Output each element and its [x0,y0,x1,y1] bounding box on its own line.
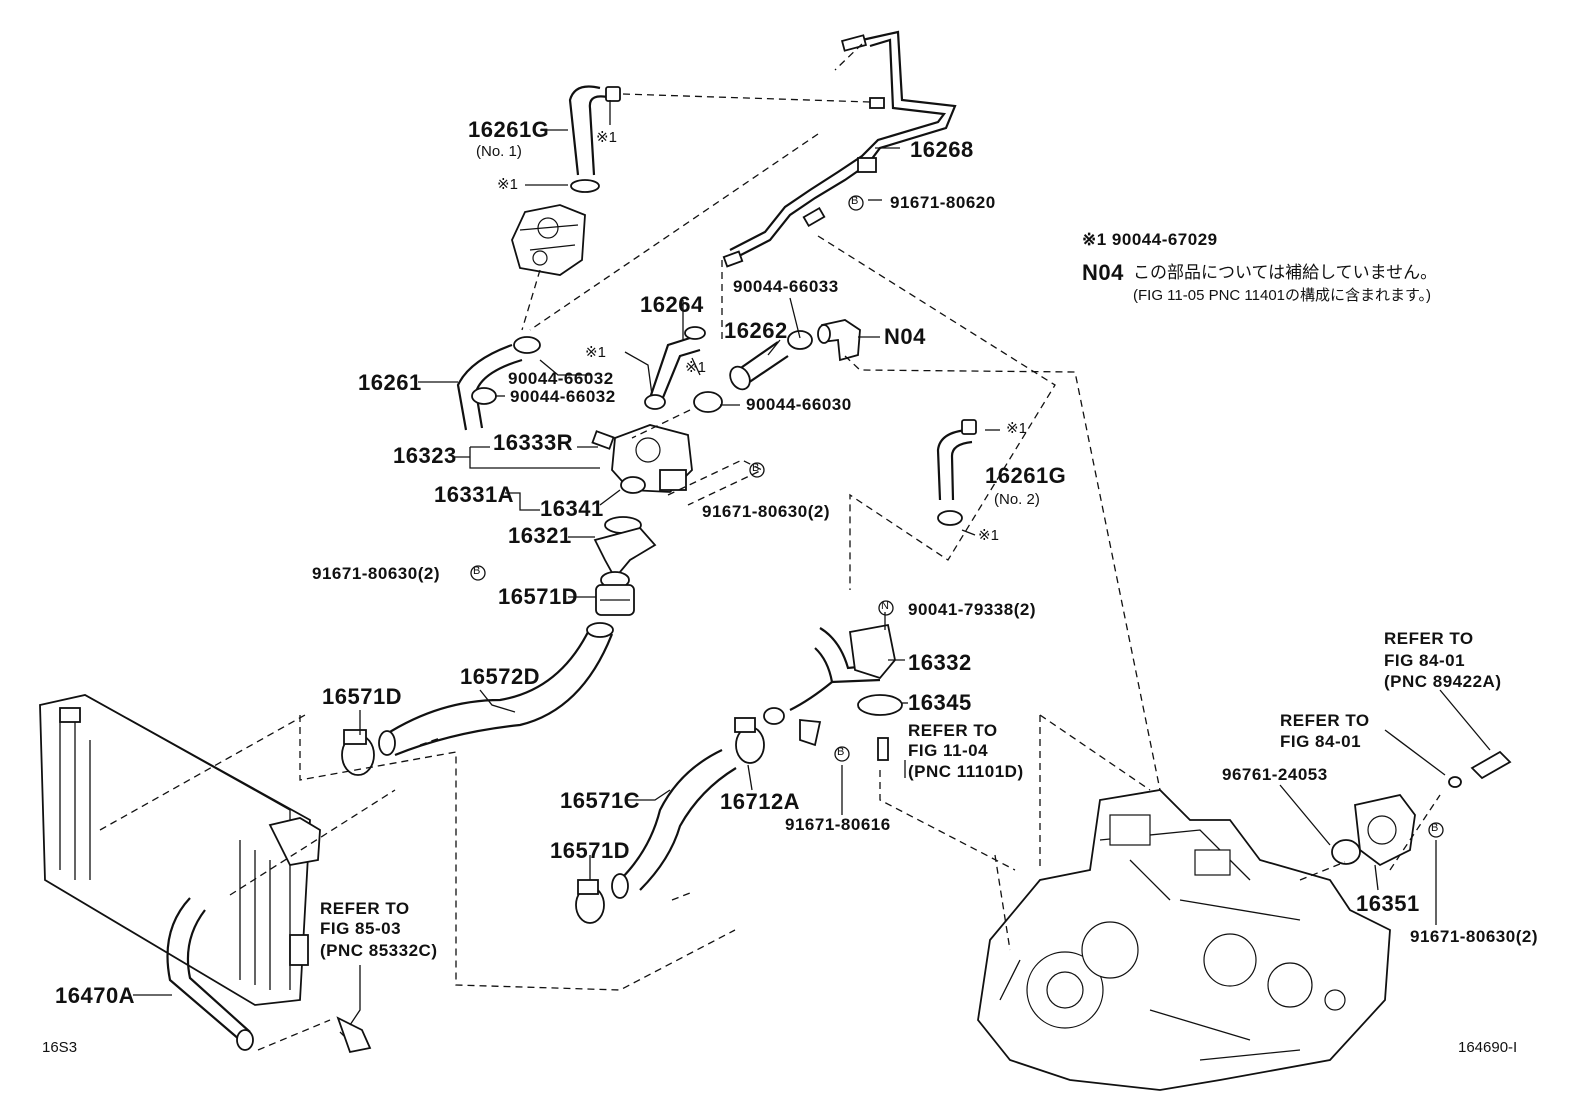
hose-16571C [611,749,737,899]
part-label-16571D[interactable]: 16571D [322,684,403,709]
drain-cock [336,1016,372,1054]
part-label-16571D[interactable]: 16571D [498,584,579,609]
bolt-marker: B [473,565,481,577]
hose-16261G-no2 [936,419,977,526]
radiator [39,694,321,1006]
refer-pnc-11101D: (PNC 11101D) [908,762,1024,781]
part-label-16571C[interactable]: 16571C [560,788,641,813]
refer-fig-11-04[interactable]: FIG 11-04 [908,741,989,760]
note-ref-x1: ※1 [1006,420,1027,437]
part-label-91671-80630[interactable]: 91671-80630(2) [312,564,440,583]
note-ref-x1: ※1 [978,527,999,544]
part-label-16323[interactable]: 16323 [393,443,457,468]
hose-16262 [693,330,813,413]
engine-block [977,789,1391,1091]
refer-fig-84-01[interactable]: FIG 84-01 [1280,732,1362,751]
hose-16572D [378,622,614,757]
part-label-16332[interactable]: 16332 [908,650,972,675]
part-sublabel-no2: (No. 2) [994,491,1040,508]
part-label-16341[interactable]: 16341 [540,496,604,521]
part-label-16268[interactable]: 16268 [910,137,974,162]
part-label-16712A[interactable]: 16712A [720,789,801,814]
note-ref-x1: ※1 [685,359,706,376]
bolt-markers [470,195,1444,838]
bolt-marker: B [837,746,845,758]
part-label-91671-80620[interactable]: 91671-80620 [890,193,996,212]
figure-code-left: 16S3 [42,1039,78,1056]
part-label-16321[interactable]: 16321 [508,523,572,548]
water-outlet-housing [591,424,693,534]
note-n04-fig: (FIG 11-05 PNC 11401の構成に含まれます。) [1133,287,1432,304]
refer-to-text: REFER TO [908,721,998,740]
note-ref-x1: ※1 [596,129,617,146]
part-label-n04[interactable]: N04 [884,324,926,349]
water-bypass-pipe-16268 [722,30,957,268]
part-label-90044-66030[interactable]: 90044-66030 [746,395,852,414]
part-label-16470A[interactable]: 16470A [55,983,136,1008]
water-outlet-16351 [1331,793,1416,867]
note-ref-x1: ※1 [585,344,606,361]
part-label-16345[interactable]: 16345 [908,690,972,715]
hose-16261 [456,336,541,431]
refer-fig-85-03[interactable]: FIG 85-03 [320,919,402,938]
part-label-96761-24053[interactable]: 96761-24053 [1222,765,1328,784]
part-label-16262[interactable]: 16262 [724,318,788,343]
clamp-16571D-bottom [575,879,605,924]
hose-16264 [644,326,706,410]
part-label-16331A[interactable]: 16331A [434,482,515,507]
refer-fig-84-01[interactable]: FIG 84-01 [1384,651,1466,670]
hose-16261G-no1 [568,85,621,193]
stud-bolt [877,737,889,761]
part-label-91671-80616[interactable]: 91671-80616 [785,815,891,834]
water-inlet-16321 [593,526,657,616]
note-n04-code: N04 [1082,260,1124,285]
part-label-16264[interactable]: 16264 [640,292,704,317]
sender-gauge [1448,750,1512,788]
refer-pnc-89422A: (PNC 89422A) [1384,672,1502,691]
part-label-90044-66032[interactable]: 90044-66032 [510,387,616,406]
part-label-16351[interactable]: 16351 [1356,891,1420,916]
part-label-16571D[interactable]: 16571D [550,838,631,863]
n04-pipe [817,319,861,362]
note-ref-x1: ※1 [497,176,518,193]
part-label-90044-66033[interactable]: 90044-66033 [733,277,839,296]
part-label-16261G-no2[interactable]: 16261G [985,463,1067,488]
refer-to-text: REFER TO [1384,629,1474,648]
clamp-16571D-left [341,729,375,776]
bolt-marker: B [752,462,760,474]
hose-16470A [166,897,254,1051]
part-label-91671-80630[interactable]: 91671-80630(2) [702,502,830,521]
leader-lines [133,100,1491,1026]
water-pipe-16332 [814,623,903,716]
part-label-90044-66032[interactable]: 90044-66032 [508,369,614,388]
refer-pnc-85332C: (PNC 85332C) [320,941,438,960]
note-x1-definition: ※1 90044-67029 [1082,230,1218,249]
part-sublabel-no1: (No. 1) [476,143,522,160]
part-label-16572D[interactable]: 16572D [460,664,541,689]
figure-code-right: 164690-I [1458,1039,1518,1056]
clamp-16712A [734,717,765,764]
bolt-marker: B [851,195,859,207]
refer-to-text: REFER TO [320,899,410,918]
refer-to-text: REFER TO [1280,711,1370,730]
throttle-body [511,204,586,276]
bolt-marker: B [1431,822,1439,834]
nut-marker: N [881,600,889,612]
note-n04-text: この部品については補給していません。 [1133,263,1438,282]
part-label-91671-80630[interactable]: 91671-80630(2) [1410,927,1538,946]
part-label-16261[interactable]: 16261 [358,370,422,395]
hose-16712A [763,681,833,747]
part-label-16261G-no1[interactable]: 16261G [468,117,550,142]
part-label-16333R[interactable]: 16333R [493,430,574,455]
part-label-90041-79338[interactable]: 90041-79338(2) [908,600,1036,619]
